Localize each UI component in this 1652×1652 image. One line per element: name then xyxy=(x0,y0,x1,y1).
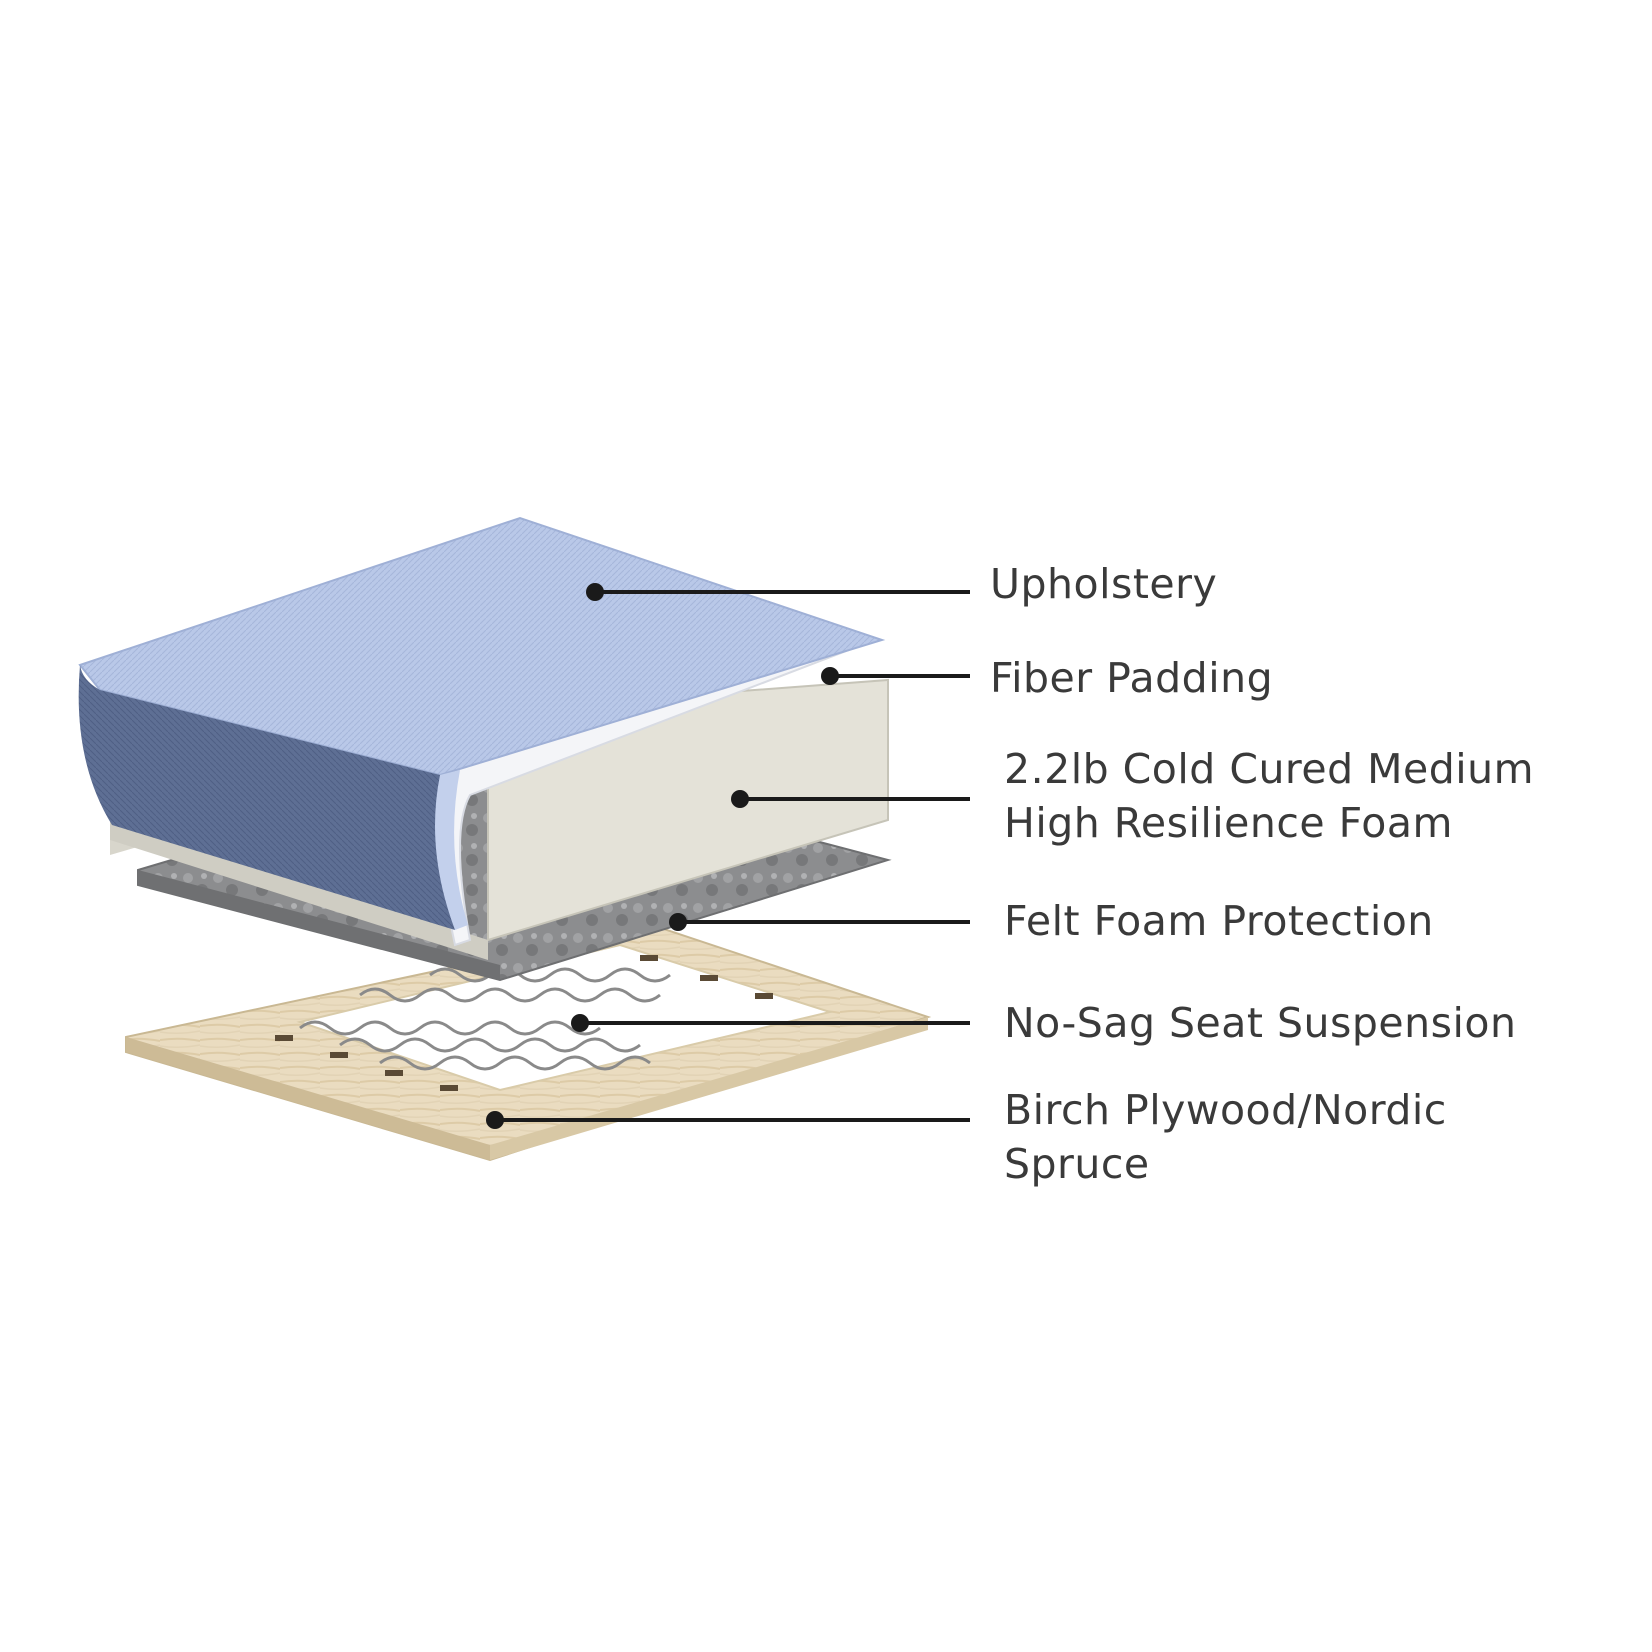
spring-clips xyxy=(275,955,773,1091)
label-upholstery: Upholstery xyxy=(990,560,1218,608)
marker-fiber-padding xyxy=(821,667,839,685)
label-suspension: No-Sag Seat Suspension xyxy=(1004,999,1517,1047)
label-felt: Felt Foam Protection xyxy=(1004,897,1434,945)
label-plywood: Birch Plywood/Nordic Spruce xyxy=(1004,1086,1447,1188)
marker-foam xyxy=(731,790,749,808)
leader-lines xyxy=(486,583,970,1129)
no-sag-springs xyxy=(299,967,671,1071)
marker-felt xyxy=(669,913,687,931)
marker-suspension xyxy=(571,1014,589,1032)
label-fiber-padding: Fiber Padding xyxy=(990,654,1274,702)
label-foam: 2.2lb Cold Cured Medium High Resilience … xyxy=(1004,745,1535,847)
marker-plywood xyxy=(486,1111,504,1129)
marker-upholstery xyxy=(586,583,604,601)
upholstery-layer xyxy=(78,516,886,930)
